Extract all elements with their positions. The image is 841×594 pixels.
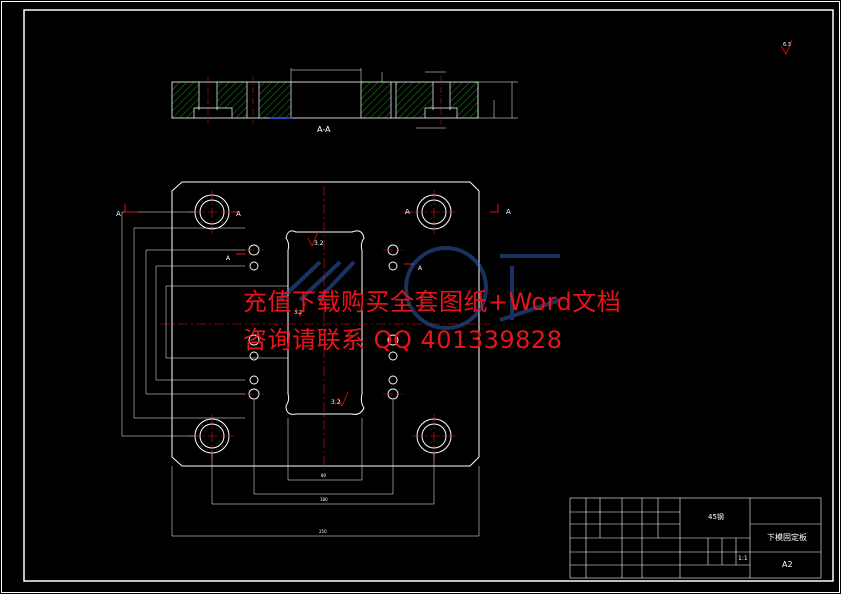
title-block-material: 45钢	[708, 513, 724, 521]
dim-total-width: 250	[319, 529, 327, 534]
roughness-side: 3.2	[294, 310, 302, 316]
section-label: A-A	[317, 125, 331, 134]
section-view	[171, 68, 518, 129]
section-mark-left-mid: A	[236, 210, 241, 218]
plate-plan-view: 250 180 80	[121, 181, 499, 537]
section-mark-left-top: A	[116, 210, 121, 218]
sheet-inner-border	[23, 9, 834, 582]
title-block-scale: 1:1	[738, 555, 748, 562]
dim-cavity-width: 80	[321, 473, 327, 478]
section-mark-mid-right: A	[418, 265, 423, 272]
section-mark-mid-left: A	[226, 255, 231, 262]
roughness-top: 3.2	[314, 240, 324, 247]
watermark-line-1: 充值下载购买全套图纸+Word文档	[243, 288, 622, 316]
watermark-line-2: 咨询请联系 QQ 401339828	[243, 326, 563, 354]
title-block-part-name: 下模固定板	[767, 533, 807, 542]
section-mark-right-far: A	[506, 208, 511, 216]
section-mark-right-top: A	[405, 208, 410, 216]
dim-guide-spacing: 180	[320, 497, 328, 502]
roughness-corner: 6.3	[783, 42, 791, 48]
cavity-outline	[285, 230, 365, 415]
title-block	[569, 497, 822, 579]
title-block-sheet-size: A2	[782, 560, 793, 569]
roughness-bottom: 3.2	[331, 399, 341, 406]
watermark-logo	[278, 246, 561, 330]
